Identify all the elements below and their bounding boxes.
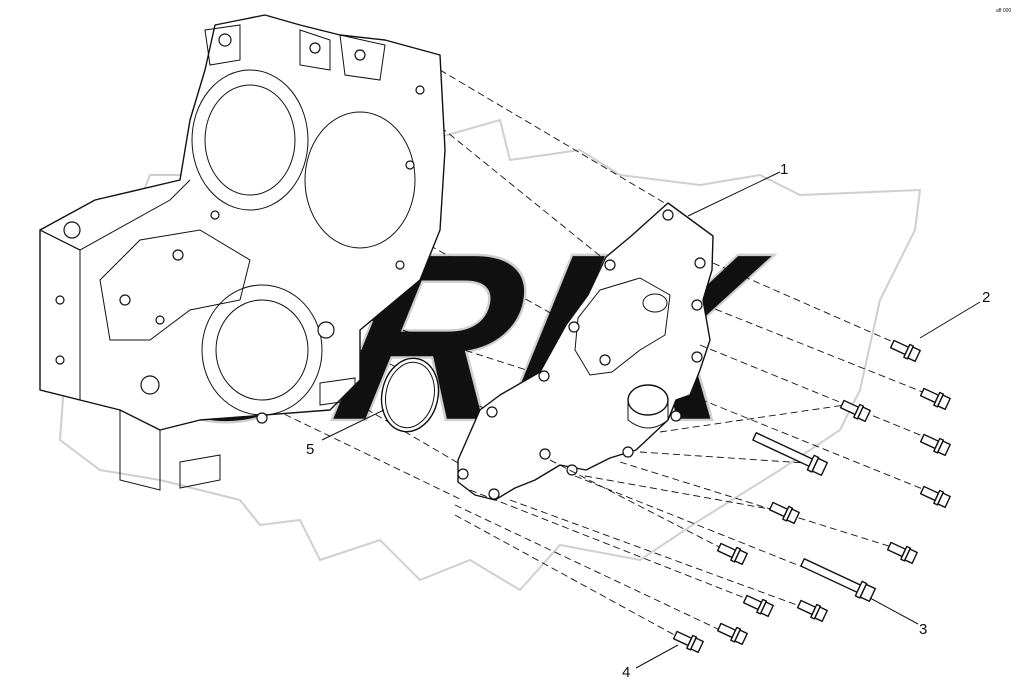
o-ring [380,357,440,433]
callout-1: 1 [780,161,788,178]
callout-2: 2 [982,289,990,306]
bolt [839,399,871,423]
bolt [919,485,951,509]
gear-housing [39,14,446,491]
bolt [716,542,748,566]
bolt [886,541,918,565]
bolt [919,433,951,457]
bolt [742,594,774,618]
flange-bolts-group [672,339,951,654]
bolt [919,387,951,411]
long-bolt [800,558,877,603]
callout-5: 5 [306,441,314,458]
long-bolt [752,432,829,477]
callout-3: 3 [919,621,927,638]
long-bolts-group [752,432,877,603]
bolt [716,622,748,646]
bolt [672,630,704,654]
cover-plate [457,202,714,501]
bolt [889,339,921,363]
callout-4: 4 [622,664,630,681]
bolt [768,501,800,525]
callouts: 1 2 3 4 5 [306,161,990,681]
corner-mark: aff 000 [996,8,1011,14]
bolt [796,599,828,623]
